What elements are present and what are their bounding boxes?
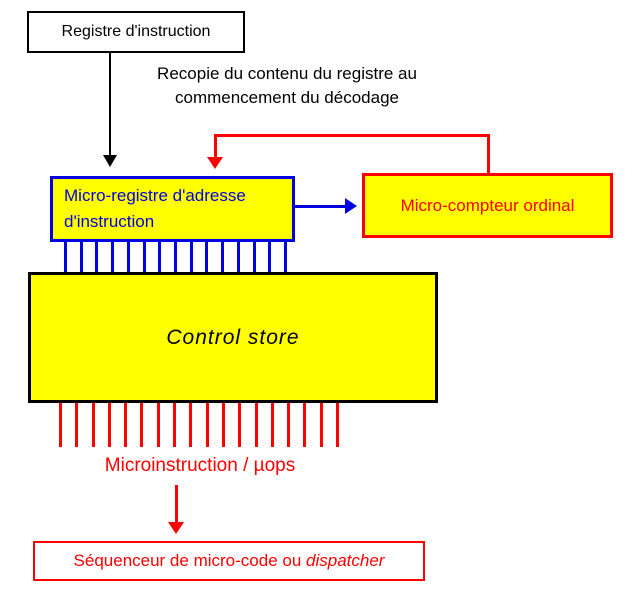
bus-line: [303, 403, 306, 447]
sequencer-arrow-line: [175, 485, 178, 523]
micro-program-counter-label: Micro-compteur ordinal: [400, 195, 575, 215]
bus-line: [173, 403, 176, 447]
microcode-sequencer-label: Séquenceur de micro-code ou dispatcher: [74, 551, 385, 571]
microcode-sequencer-box: Séquenceur de micro-code ou dispatcher: [33, 541, 425, 581]
bus-line: [221, 242, 224, 272]
bus-line: [80, 242, 83, 272]
bus-line: [64, 242, 67, 272]
microinstruction-bus: [59, 403, 339, 447]
instruction-register-box: Registre d'instruction: [27, 11, 245, 53]
micro-address-register-box: Micro-registre d'adresse d'instruction: [50, 176, 295, 242]
bus-line: [205, 242, 208, 272]
bus-line: [237, 242, 240, 272]
down-arrowhead-icon: [207, 157, 223, 169]
instruction-register-label: Registre d'instruction: [61, 23, 211, 40]
feedback-connector-vertical-right: [487, 134, 490, 173]
bus-line: [336, 403, 339, 447]
bus-line: [284, 242, 287, 272]
bus-line: [222, 403, 225, 447]
bus-line: [111, 242, 114, 272]
bus-line: [140, 403, 143, 447]
bus-line: [189, 403, 192, 447]
bus-line: [206, 403, 209, 447]
address-bus: [64, 242, 287, 272]
down-arrowhead-icon: [103, 155, 117, 167]
micro-address-register-label: Micro-registre d'adresse d'instruction: [64, 186, 246, 231]
feedback-connector-vertical-left: [214, 134, 217, 158]
bus-line: [238, 403, 241, 447]
bus-line: [92, 403, 95, 447]
bus-line: [75, 403, 78, 447]
bus-line: [95, 242, 98, 272]
copy-note-line2: commencement du décodage: [175, 88, 399, 107]
micro-ops-label: Microinstruction / µops: [104, 455, 296, 476]
down-arrowhead-icon: [168, 522, 184, 534]
micro-program-counter-box: Micro-compteur ordinal: [362, 173, 613, 238]
control-store-box: Control store: [28, 272, 438, 403]
bus-line: [124, 403, 127, 447]
bus-line: [143, 242, 146, 272]
bus-line: [255, 403, 258, 447]
bus-line: [271, 403, 274, 447]
bus-line: [174, 242, 177, 272]
bus-line: [127, 242, 130, 272]
bus-line: [320, 403, 323, 447]
bus-line: [253, 242, 256, 272]
bus-line: [157, 403, 160, 447]
right-arrowhead-icon: [345, 198, 357, 214]
control-store-label: Control store: [166, 325, 300, 349]
micro-address-to-counter-arrow-line: [295, 205, 347, 208]
instruction-register-arrow-line: [109, 53, 111, 156]
bus-line: [158, 242, 161, 272]
bus-line: [190, 242, 193, 272]
sequencer-label-regular: Séquenceur de micro-code ou: [73, 551, 302, 570]
sequencer-label-italic: dispatcher: [306, 551, 385, 570]
feedback-connector-horizontal: [214, 134, 490, 137]
copy-note: Recopie du contenu du registre au commen…: [128, 62, 446, 110]
bus-line: [59, 403, 62, 447]
copy-note-line1: Recopie du contenu du registre au: [157, 64, 417, 83]
bus-line: [287, 403, 290, 447]
bus-line: [268, 242, 271, 272]
bus-line: [108, 403, 111, 447]
